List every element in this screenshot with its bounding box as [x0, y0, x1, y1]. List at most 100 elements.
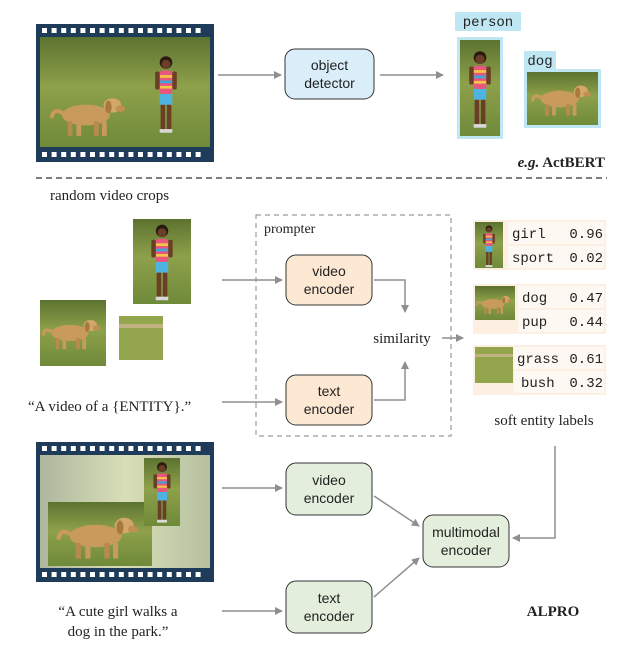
- detector-label-line1: object: [311, 57, 348, 73]
- sprocket-hole: [70, 28, 76, 33]
- person-detection: person: [455, 12, 521, 139]
- entity-score: 0.32: [569, 376, 603, 392]
- sprocket-hole: [138, 572, 143, 577]
- sprocket-hole: [157, 152, 163, 157]
- text-encoder-label-2: encoder: [304, 608, 355, 624]
- object-detector-box: object detector: [284, 48, 375, 100]
- alpro-label: ALPRO: [527, 604, 580, 620]
- sprocket-hole: [176, 28, 182, 33]
- sprocket-hole: [186, 28, 191, 33]
- soft-entity-labels: girl 0.96 sport 0.02 dog 0.47 pup 0.44 g…: [473, 220, 606, 429]
- soft-labels-caption: soft entity labels: [494, 413, 593, 429]
- entity-label: pup: [522, 315, 547, 331]
- sprocket-hole: [195, 28, 201, 33]
- entity-score: 0.47: [569, 291, 603, 307]
- entity-label: grass: [517, 352, 559, 368]
- random-crops-caption: random video crops: [50, 188, 169, 204]
- sprocket-hole: [128, 446, 134, 451]
- sprocket-hole: [166, 572, 172, 577]
- sprocket-hole: [90, 446, 95, 451]
- sprocket-hole: [128, 28, 134, 33]
- sprocket-hole: [138, 152, 143, 157]
- entity-score: 0.02: [569, 251, 603, 267]
- sprocket-hole: [80, 152, 86, 157]
- person-tag: person: [463, 15, 513, 31]
- actbert-name: ActBERT: [542, 155, 605, 171]
- sprocket-hole: [90, 28, 95, 33]
- sprocket-hole: [118, 152, 124, 157]
- video-encoder-label-1: video: [312, 263, 346, 279]
- entity-label: girl: [512, 227, 546, 243]
- film-sprocket-holes: [42, 28, 201, 157]
- sprocket-hole: [186, 446, 191, 451]
- sprocket-hole: [90, 152, 95, 157]
- sprocket-hole: [138, 446, 143, 451]
- random-crop-girl: [133, 219, 191, 304]
- arrow-text-enc-to-similarity: [374, 361, 409, 401]
- sprocket-hole: [195, 152, 201, 157]
- detector-label-line2: detector: [304, 75, 355, 91]
- sprocket-hole: [61, 152, 67, 157]
- multimodal-label-2: encoder: [441, 542, 492, 558]
- top-film-strip: [36, 24, 214, 162]
- sprocket-hole: [195, 572, 201, 577]
- sprocket-hole: [176, 152, 182, 157]
- sprocket-hole: [166, 152, 172, 157]
- prompter-video-encoder: video encoder: [285, 254, 373, 306]
- sprocket-hole: [80, 446, 86, 451]
- sprocket-hole: [70, 446, 76, 451]
- text-encoder-label-1: text: [318, 383, 341, 399]
- entity-label: dog: [522, 291, 547, 307]
- entity-score: 0.96: [569, 227, 603, 243]
- entity-group-girl: girl 0.96 sport 0.02: [473, 220, 606, 270]
- multimodal-label-1: multimodal: [432, 524, 500, 540]
- caption-line-2: dog in the park.”: [68, 624, 169, 640]
- sprocket-hole: [157, 446, 163, 451]
- sprocket-hole: [90, 572, 95, 577]
- sprocket-hole: [99, 152, 105, 157]
- sprocket-hole: [80, 28, 86, 33]
- text-encoder-label-1: text: [318, 590, 341, 606]
- sprocket-hole: [61, 572, 67, 577]
- alpro-video-encoder: video encoder: [285, 462, 373, 516]
- sprocket-hole: [42, 446, 47, 451]
- sprocket-hole: [166, 446, 172, 451]
- sprocket-hole: [99, 572, 105, 577]
- sprocket-hole: [147, 28, 153, 33]
- sprocket-hole: [51, 446, 57, 451]
- entity-score: 0.44: [569, 315, 603, 331]
- alpro-text-encoder: text encoder: [285, 580, 373, 634]
- sprocket-hole: [147, 446, 153, 451]
- sprocket-hole: [61, 446, 67, 451]
- sprocket-hole: [138, 28, 143, 33]
- prompter-box: prompter: [255, 214, 452, 437]
- prompter-label: prompter: [264, 222, 316, 237]
- text-encoder-label-2: encoder: [304, 401, 355, 417]
- sprocket-hole: [109, 572, 115, 577]
- sprocket-hole: [186, 152, 191, 157]
- sprocket-hole: [80, 572, 86, 577]
- sprocket-hole: [118, 572, 124, 577]
- arrow-text-enc-to-multimodal: [373, 557, 420, 598]
- random-crop-dog: [40, 300, 106, 366]
- sprocket-hole: [51, 572, 57, 577]
- video-frame-photo: [40, 37, 210, 147]
- sprocket-hole: [42, 152, 47, 157]
- sprocket-hole: [70, 572, 76, 577]
- dog-tag-bg: [524, 51, 556, 69]
- eg-prefix: e.g.: [518, 155, 540, 171]
- entity-group-grass: grass 0.61 bush 0.32: [473, 345, 606, 395]
- svg-text:e.g. ActBERT: e.g. ActBERT: [518, 155, 605, 171]
- dog-detection: dog: [524, 51, 601, 128]
- prompter-text-encoder: text encoder: [285, 374, 373, 426]
- bottom-film-strip: [36, 442, 214, 582]
- arrow-video-enc-to-multimodal: [373, 495, 420, 527]
- sprocket-hole: [166, 28, 172, 33]
- sprocket-hole: [51, 152, 57, 157]
- sprocket-hole: [118, 28, 124, 33]
- video-encoder-label-2: encoder: [304, 281, 355, 297]
- prompt-template-text: “A video of a {ENTITY}.”: [28, 399, 191, 415]
- sprocket-hole: [147, 572, 153, 577]
- similarity-label: similarity: [373, 331, 431, 347]
